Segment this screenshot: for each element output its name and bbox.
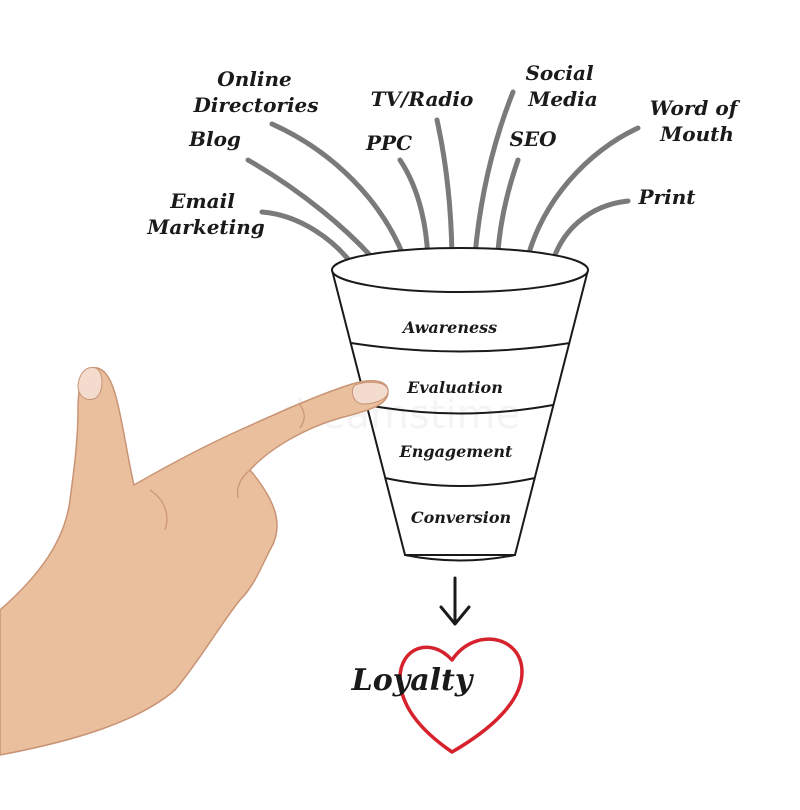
- funnel: [331, 247, 589, 562]
- connector-email-marketing: [259, 209, 358, 271]
- connector-online-directories: [269, 121, 411, 271]
- funnel-divider-1: [350, 342, 571, 353]
- stage-engagement: Engagement: [399, 442, 513, 461]
- funnel-divider-3: [384, 477, 536, 487]
- heart-icon: [398, 637, 524, 754]
- source-label-print: Print: [638, 185, 697, 209]
- stage-conversion: Conversion: [411, 508, 511, 527]
- source-label-blog: Blog: [188, 127, 241, 151]
- connector-tv-radio: [434, 117, 455, 269]
- finger-nail: [351, 381, 389, 405]
- source-label-ppc: PPC: [365, 131, 412, 155]
- funnel-bottom: [404, 554, 516, 562]
- source-label-word-of-mouth: Word of Mouth: [650, 96, 745, 146]
- stage-evaluation: Evaluation: [406, 378, 503, 397]
- connector-social-media: [471, 89, 516, 271]
- hand-shape: [0, 367, 389, 756]
- funnel-divider-2: [366, 404, 554, 415]
- source-label-seo: SEO: [509, 127, 557, 151]
- outcome-label-loyalty: Loyalty: [351, 663, 475, 698]
- source-label-email-marketing: Email Marketing: [146, 189, 265, 239]
- source-label-tv-radio: TV/Radio: [371, 87, 474, 111]
- source-label-social-media: Social Media: [525, 61, 600, 111]
- funnel-rim: [331, 247, 589, 293]
- source-label-online-directories: Online Directories: [192, 67, 318, 117]
- knuckle-lines: [149, 404, 305, 531]
- thumb-nail: [77, 367, 103, 400]
- down-arrow-icon: [439, 576, 471, 626]
- source-connectors: [245, 89, 641, 273]
- connector-word-of-mouth: [522, 125, 641, 271]
- source-labels: Online Directories Blog Email Marketing …: [146, 61, 745, 239]
- pointing-hand: [0, 367, 389, 756]
- funnel-stage-labels: Awareness Evaluation Engagement Conversi…: [399, 318, 513, 527]
- stage-awareness: Awareness: [401, 318, 497, 337]
